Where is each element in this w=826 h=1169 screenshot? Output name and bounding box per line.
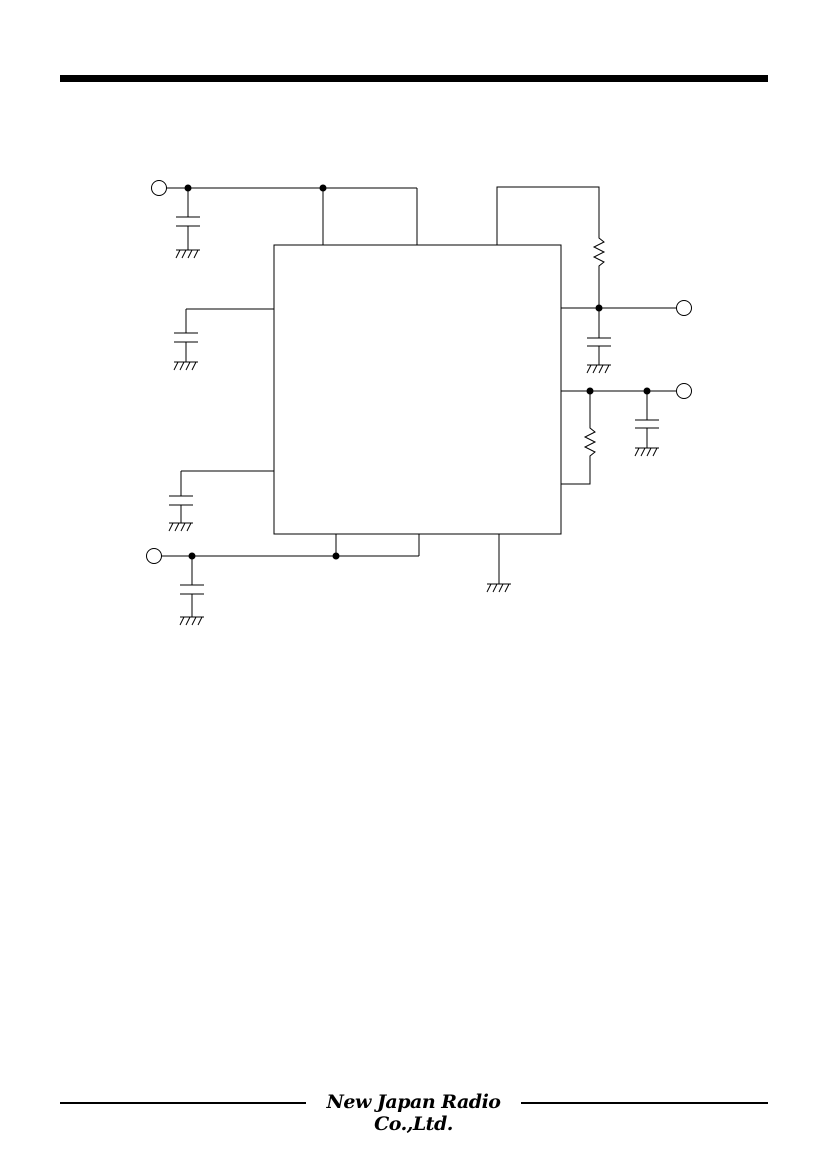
- capacitor-top-left: [176, 188, 200, 250]
- capacitor-left-1: [174, 309, 198, 362]
- capacitor-right-1: [587, 308, 611, 365]
- junction-dot: [643, 387, 651, 395]
- output-terminal-2: [676, 383, 692, 399]
- capacitor-right-2: [635, 391, 659, 448]
- ic-body: [273, 244, 562, 535]
- junction-dot: [184, 184, 192, 192]
- output-terminal-1: [676, 300, 692, 316]
- ground-symbol-4: [179, 616, 204, 626]
- input-terminal-bottom-left: [146, 548, 162, 564]
- footer-rule-left: [60, 1102, 306, 1104]
- ground-symbol-6: [586, 364, 611, 374]
- company-logo-text: New Japan Radio Co.,Ltd.: [326, 1091, 501, 1135]
- capacitor-left-2: [169, 471, 193, 523]
- ground-symbol-2: [173, 361, 198, 371]
- header-rule: [60, 75, 768, 82]
- ic-pin-top-3: [496, 186, 600, 245]
- junction-dot: [586, 387, 594, 395]
- ground-symbol-7: [634, 447, 659, 457]
- junction-dot: [595, 304, 603, 312]
- ground-symbol-3: [168, 522, 193, 532]
- junction-dot: [332, 552, 340, 560]
- capacitor-bottom-left: [180, 556, 204, 617]
- resistor-top-right: [592, 227, 606, 308]
- ground-symbol-5: [486, 583, 511, 593]
- ground-symbol-1: [175, 249, 200, 259]
- input-terminal-top-left: [151, 180, 167, 196]
- junction-dot: [319, 184, 327, 192]
- footer-rule-right: [521, 1102, 768, 1104]
- junction-dot: [188, 552, 196, 560]
- resistor-right: [561, 391, 597, 485]
